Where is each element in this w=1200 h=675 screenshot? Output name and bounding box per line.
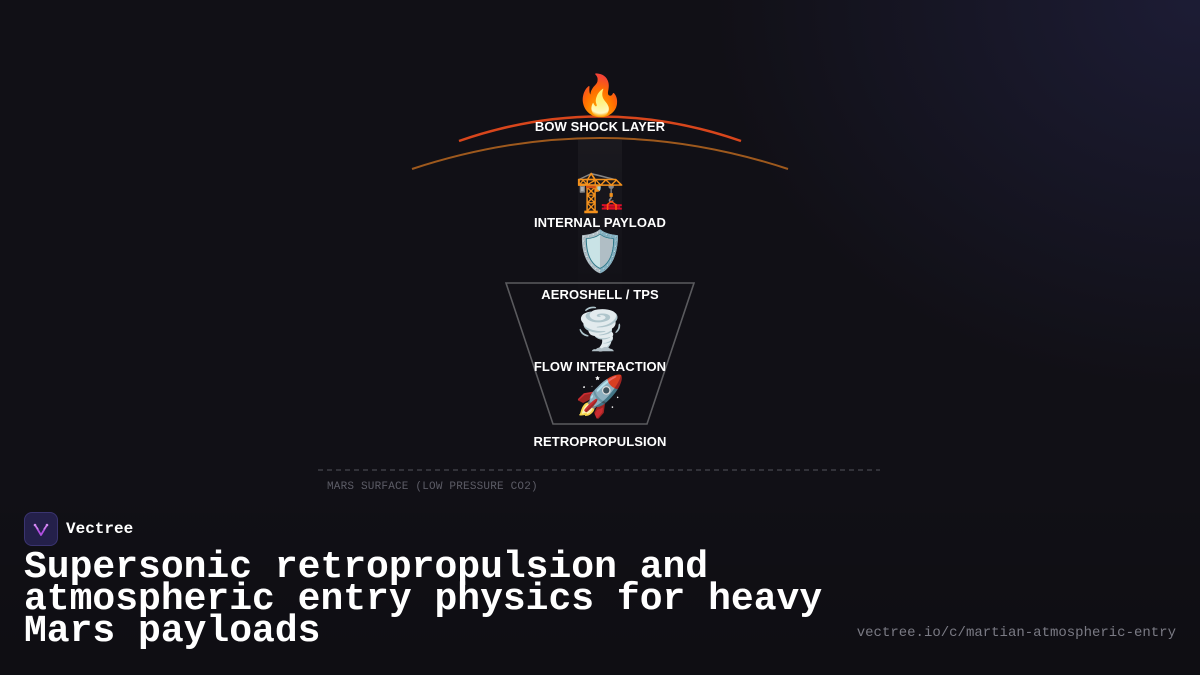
layer-flow-interaction: 🌪️ FLOW INTERACTION xyxy=(450,307,750,374)
fire-icon: 🔥 xyxy=(575,74,625,118)
layer-internal-payload: 🏗️ INTERNAL PAYLOAD xyxy=(450,169,750,230)
bow-shock-inner-arc xyxy=(458,115,742,143)
layer-bow-shock: 🔥 BOW SHOCK LAYER xyxy=(450,73,750,134)
center-beam xyxy=(578,140,622,300)
aeroshell-outline xyxy=(504,282,696,425)
layer-label: INTERNAL PAYLOAD xyxy=(533,215,667,230)
mars-surface-label: MARS SURFACE (LOW PRESSURE CO2) xyxy=(327,481,538,493)
layer-label: BOW SHOCK LAYER xyxy=(534,119,666,134)
layer-label: FLOW INTERACTION xyxy=(533,359,667,374)
rocket-icon: 🚀 xyxy=(575,375,625,419)
shield-icon: 🛡️ xyxy=(575,230,625,274)
brand-name: Vectree xyxy=(66,520,134,538)
vectree-logo-icon xyxy=(24,512,58,546)
layer-label: RETROPROPULSION xyxy=(533,434,667,449)
page-title: Supersonic retropropulsion and atmospher… xyxy=(24,546,823,653)
tornado-icon: 🌪️ xyxy=(575,308,625,352)
layer-aeroshell: 🛡️ AEROSHELL / TPS xyxy=(450,229,750,302)
layer-label: AEROSHELL / TPS xyxy=(541,287,659,302)
brand[interactable]: Vectree xyxy=(24,512,133,546)
layer-retropropulsion: 🚀 RETROPROPULSION xyxy=(450,374,750,449)
page-url[interactable]: vectree.io/c/martian-atmospheric-entry xyxy=(856,625,1176,641)
bow-shock-outer-arc xyxy=(411,137,789,170)
crane-icon: 🏗️ xyxy=(575,170,625,214)
